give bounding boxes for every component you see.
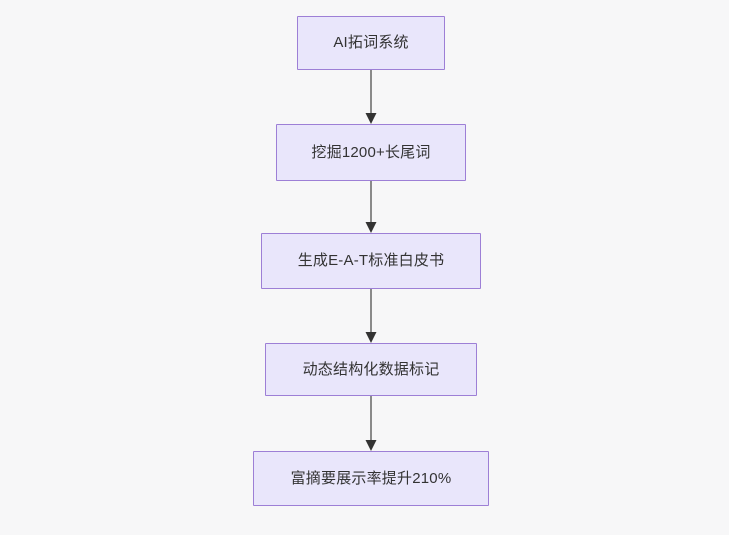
node-label: 动态结构化数据标记	[302, 360, 440, 378]
edge-n1-n2	[365, 181, 377, 233]
flowchart-node-ai-keyword-system[interactable]: AI拓词系统	[297, 16, 445, 70]
node-label: 挖掘1200+长尾词	[311, 143, 431, 161]
edge-n0-n1	[365, 70, 377, 124]
node-label: 富摘要展示率提升210%	[290, 469, 452, 487]
node-label: AI拓词系统	[333, 34, 409, 51]
flowchart-node-mine-longtail-keywords[interactable]: 挖掘1200+长尾词	[276, 124, 466, 181]
node-label: 生成E-A-T标准白皮书	[297, 252, 445, 269]
flowchart-node-generate-eat-whitepaper[interactable]: 生成E-A-T标准白皮书	[261, 233, 481, 289]
edge-n3-n4	[365, 396, 377, 451]
flowchart-node-dynamic-structured-data-markup[interactable]: 动态结构化数据标记	[265, 343, 477, 396]
edge-n2-n3	[365, 289, 377, 343]
flowchart-node-rich-snippet-impression-lift[interactable]: 富摘要展示率提升210%	[253, 451, 489, 506]
